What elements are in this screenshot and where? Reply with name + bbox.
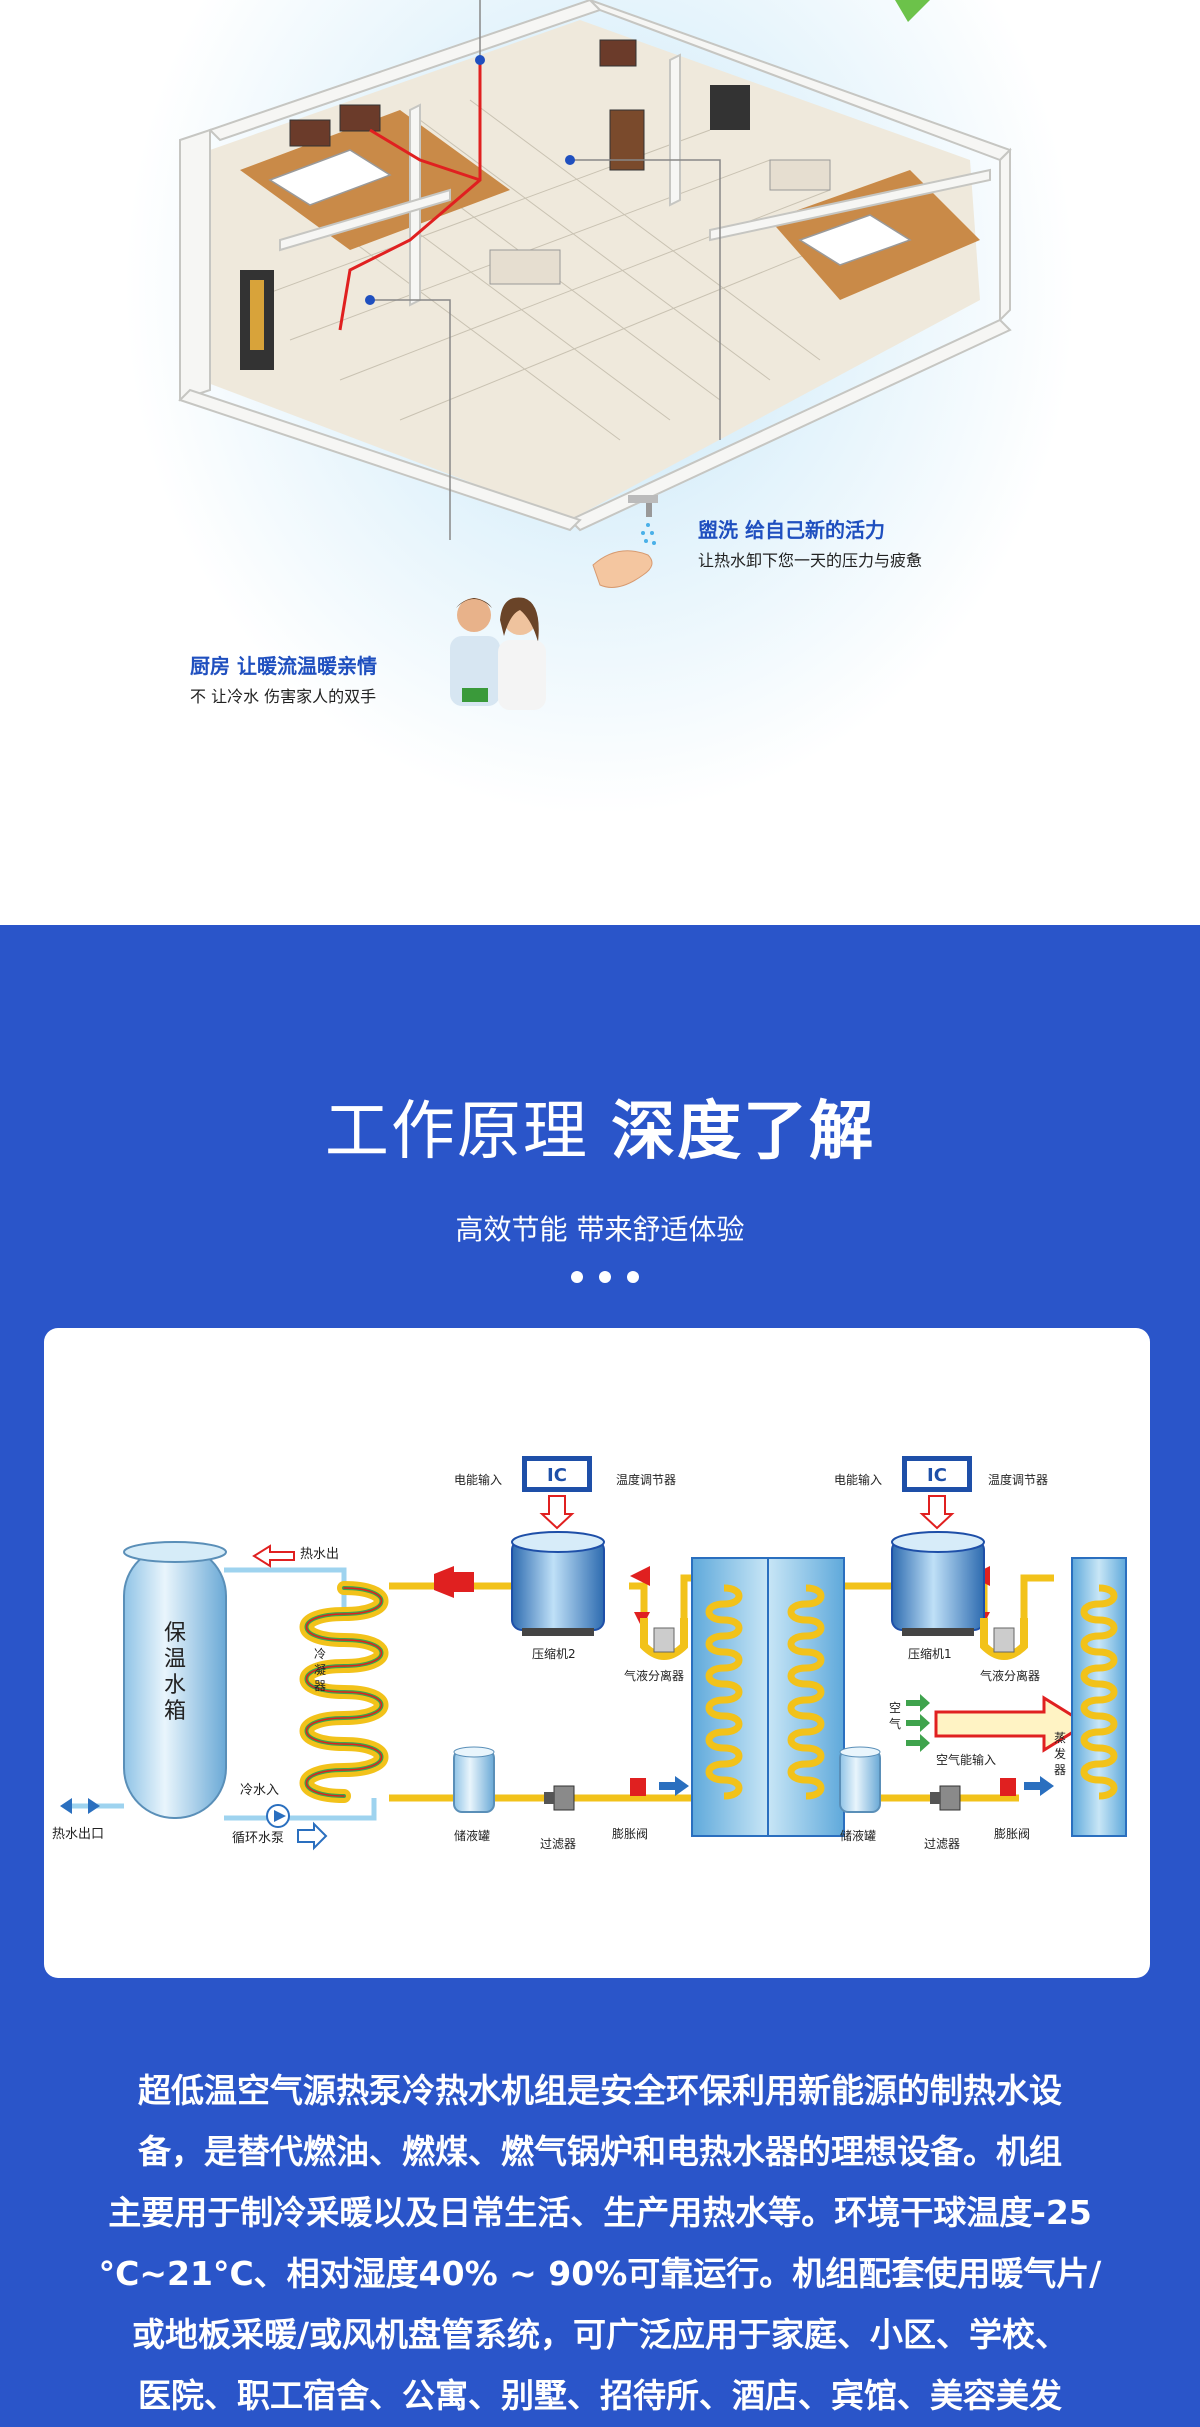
power-input-label-2: 电能输入	[834, 1472, 882, 1487]
evaporator-label-3: 器	[1054, 1763, 1066, 1777]
circulation-pump-label: 循环水泵	[232, 1831, 284, 1846]
hand-washing-icon	[592, 495, 658, 588]
house-floorplan-illustration	[178, 0, 1012, 540]
condenser-label-3: 器	[314, 1679, 326, 1693]
bath-callout: 盥洗 给自己新的活力 让热水卸下您一天的压力与疲惫	[698, 514, 922, 571]
receiver-1	[453, 1746, 495, 1813]
dot-icon	[571, 1271, 583, 1283]
receiver-label-2: 储液罐	[840, 1828, 876, 1843]
bath-callout-subtitle: 让热水卸下您一天的压力与疲惫	[698, 551, 923, 570]
thermostat-label-1: 温度调节器	[616, 1472, 676, 1487]
section-title-bold: 深度了解	[611, 1095, 876, 1169]
decorative-dots	[565, 1271, 645, 1285]
heat-pump-diagram: 保 温 水 箱 热水出 冷水入 循环水泵 热水出口	[52, 1456, 1127, 1851]
power-input-label-1: 电能输入	[454, 1472, 502, 1487]
ic-label-1: IC	[547, 1465, 567, 1486]
evaporator-label-2: 发	[1054, 1746, 1066, 1761]
compressor-2	[511, 1531, 605, 1636]
tank-label-2: 温	[164, 1647, 186, 1672]
filter-label-2: 过滤器	[924, 1837, 960, 1851]
compressor-1	[891, 1531, 985, 1636]
bath-callout-title: 盥洗 给自己新的活力	[698, 518, 885, 542]
section-title: 工作原理 深度了解	[0, 1080, 1200, 1172]
evaporator-1	[691, 1557, 845, 1837]
air-label-1: 空	[889, 1701, 901, 1715]
hot-water-out-label: 热水出	[300, 1547, 339, 1562]
compressor-1-label: 压缩机1	[908, 1646, 952, 1661]
filter-1	[544, 1785, 575, 1811]
cold-water-in-label: 冷水入	[240, 1783, 279, 1798]
house-illustration-section: 厨房 让暖流温暖亲情 不 让冷水 伤害家人的双手 盥洗 给自己新的活力 让热水卸…	[0, 0, 1200, 925]
air-energy-input-label: 空气能输入	[936, 1752, 996, 1767]
evaporator-2	[1071, 1557, 1127, 1837]
tank-label-3: 水	[164, 1673, 186, 1698]
hot-water-outlet-label: 热水出口	[52, 1827, 104, 1842]
description-line: 备，是替代燃油、燃煤、燃气锅炉和电热水器的理想设备。机组	[138, 2132, 1062, 2171]
thermostat-label-2: 温度调节器	[988, 1472, 1048, 1487]
tank-label-1: 保	[164, 1621, 186, 1646]
receiver-label-1: 储液罐	[454, 1828, 490, 1843]
description-text: 超低温空气源热泵冷热水机组是安全环保利用新能源的制热水设 备，是替代燃油、燃煤、…	[60, 2060, 1140, 2426]
family-photo	[450, 597, 546, 710]
condenser-label-1: 冷	[314, 1647, 326, 1661]
expansion-valve-label-1: 膨胀阀	[612, 1827, 648, 1841]
section-subtitle: 高效节能 带来舒适体验	[455, 1213, 745, 1246]
tank-label-4: 箱	[164, 1699, 186, 1724]
kitchen-callout-title: 厨房 让暖流温暖亲情	[190, 654, 377, 678]
kitchen-callout: 厨房 让暖流温暖亲情 不 让冷水 伤害家人的双手	[190, 650, 377, 707]
kitchen-callout-subtitle: 不 让冷水 伤害家人的双手	[190, 687, 377, 706]
description-line: 主要用于制冷采暖以及日常生活、生产用热水等。环境干球温度-25	[108, 2193, 1092, 2232]
condenser-coil	[299, 1581, 389, 1803]
description-line: 或地板采暖/或风机盘管系统，可广泛应用于家庭、小区、学校、	[131, 2315, 1069, 2354]
evaporator-label-1: 蒸	[1054, 1731, 1066, 1745]
description-line: 医院、职工宿舍、公寓、别墅、招待所、酒店、宾馆、美容美发	[138, 2376, 1062, 2415]
filter-2	[930, 1785, 961, 1811]
air-label-2: 气	[889, 1716, 901, 1731]
dot-icon	[627, 1271, 639, 1283]
receiver-2	[839, 1746, 881, 1813]
section-title-light: 工作原理	[324, 1095, 589, 1169]
heat-pump-diagram-card: 保 温 水 箱 热水出 冷水入 循环水泵 热水出口	[44, 1328, 1150, 1978]
ic-label-2: IC	[927, 1465, 947, 1486]
separator-label-2: 气液分离器	[980, 1668, 1040, 1683]
dot-icon	[599, 1271, 611, 1283]
description-line: 超低温空气源热泵冷热水机组是安全环保利用新能源的制热水设	[138, 2071, 1062, 2110]
storage-tank	[123, 1541, 227, 1819]
expansion-valve-label-2: 膨胀阀	[994, 1827, 1030, 1841]
filter-label-1: 过滤器	[540, 1837, 576, 1851]
compressor-2-label: 压缩机2	[532, 1646, 576, 1661]
description-line: °C~21°C、相对湿度40% ~ 90%可靠运行。机组配套使用暖气片/	[98, 2254, 1102, 2293]
separator-label-1: 气液分离器	[624, 1668, 684, 1683]
condenser-label-2: 凝	[314, 1662, 326, 1677]
